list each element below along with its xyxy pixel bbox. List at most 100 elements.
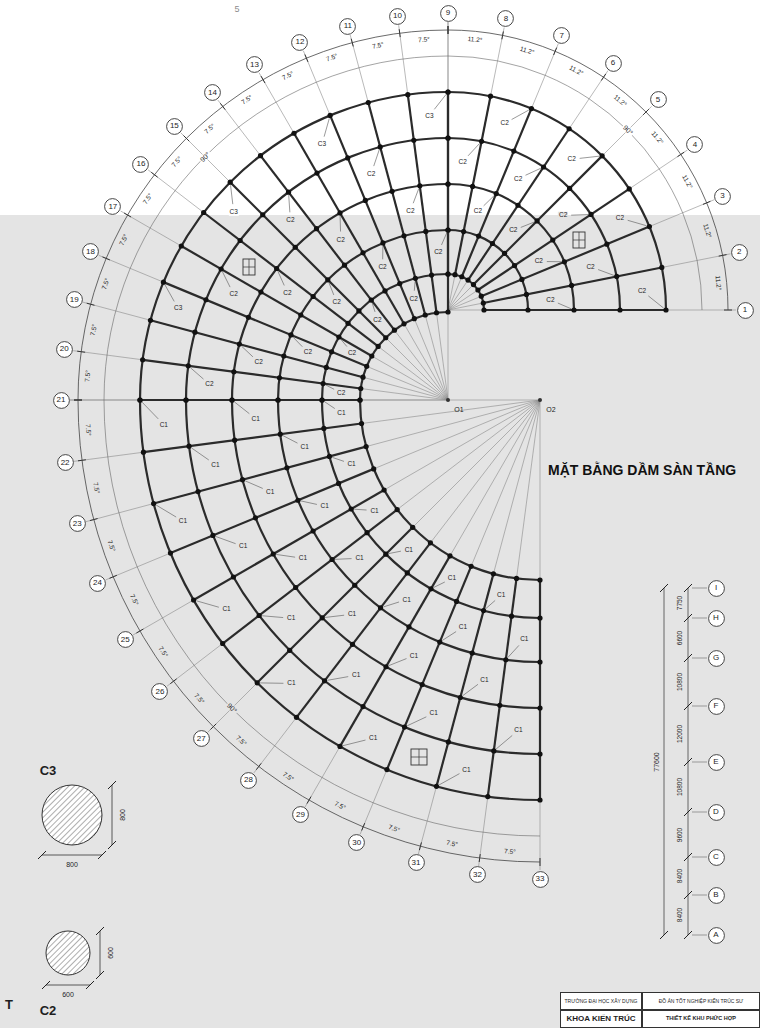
column-dot bbox=[494, 191, 499, 196]
dimension-tick bbox=[108, 841, 116, 849]
column-dot bbox=[445, 227, 450, 232]
ring-beam bbox=[448, 92, 666, 310]
column-dot bbox=[383, 552, 388, 557]
axis-bubble: 29 bbox=[292, 806, 309, 823]
axis-number: 17 bbox=[108, 203, 117, 211]
column-dot bbox=[447, 553, 452, 558]
axis-number: 20 bbox=[60, 345, 69, 353]
axis-number: 4 bbox=[693, 141, 697, 149]
dimension-arc bbox=[78, 400, 540, 862]
axis-number: 29 bbox=[296, 811, 305, 819]
axis-number: 25 bbox=[121, 636, 130, 644]
leader-line bbox=[580, 156, 600, 158]
column-dot bbox=[137, 397, 142, 402]
column-dot bbox=[140, 357, 145, 362]
leader-line bbox=[340, 216, 341, 232]
column-dot bbox=[475, 287, 480, 292]
column-tag: C2 bbox=[405, 207, 415, 214]
bubble-circle bbox=[708, 580, 724, 596]
column-dot bbox=[534, 218, 539, 223]
leader-line bbox=[245, 481, 263, 489]
column-dot bbox=[445, 181, 450, 186]
ring-beam bbox=[186, 138, 448, 400]
column-tag: C2 bbox=[637, 288, 647, 295]
axis-line bbox=[86, 400, 540, 522]
axis-number: I bbox=[715, 584, 717, 592]
column-dot bbox=[562, 259, 567, 264]
column-dot bbox=[647, 224, 652, 229]
length-dimension: 8400 bbox=[677, 868, 684, 884]
axis-number: 19 bbox=[70, 296, 79, 304]
angle-dimension: 7.5° bbox=[84, 423, 91, 437]
column-dot bbox=[320, 381, 325, 386]
column-dot bbox=[359, 421, 364, 426]
axis-bubble: 18 bbox=[82, 243, 99, 260]
angle-dimension: 7.5° bbox=[417, 36, 431, 43]
leader-line bbox=[354, 509, 366, 511]
column-dot bbox=[329, 349, 334, 354]
axis-line bbox=[121, 211, 448, 400]
axis-line bbox=[106, 400, 540, 580]
column-tag: C2 bbox=[228, 291, 238, 298]
axis-number: 8 bbox=[504, 15, 508, 23]
axis-lines bbox=[70, 22, 736, 870]
axis-line bbox=[448, 106, 652, 310]
axis-line bbox=[350, 35, 448, 400]
column-dot bbox=[350, 642, 355, 647]
column-dot bbox=[281, 353, 286, 358]
column-dot bbox=[502, 251, 507, 256]
angle-dimension: 11.2° bbox=[567, 64, 585, 78]
column-dot bbox=[465, 277, 470, 282]
leader-line bbox=[389, 659, 407, 666]
leader-line bbox=[434, 582, 445, 587]
radial-beam bbox=[368, 102, 425, 315]
angle-dimension: 7.5° bbox=[91, 481, 100, 496]
column-dot bbox=[314, 226, 319, 231]
leader-line bbox=[389, 551, 401, 553]
column-dot bbox=[405, 92, 410, 97]
column-tag: C1 bbox=[336, 410, 346, 417]
column-dot bbox=[413, 276, 418, 281]
radial-beam bbox=[488, 578, 517, 796]
column-dot bbox=[255, 680, 260, 685]
leader-line bbox=[407, 717, 426, 726]
column-dot bbox=[503, 657, 508, 662]
centre-mark bbox=[446, 398, 450, 402]
columns bbox=[137, 89, 668, 802]
column-dot bbox=[275, 397, 280, 402]
column-dot bbox=[588, 212, 593, 217]
axis-number: 18 bbox=[86, 248, 95, 256]
axis-bubble: 10 bbox=[389, 8, 406, 25]
column-dot bbox=[470, 184, 475, 189]
leader-line bbox=[289, 195, 290, 212]
axis-bubble: C bbox=[708, 849, 725, 866]
column-tag: C1 bbox=[461, 767, 471, 774]
grid-leader bbox=[692, 762, 707, 763]
column-dot bbox=[324, 365, 329, 370]
angle-dimension: 7.5° bbox=[101, 276, 112, 291]
length-dimension: 8400 bbox=[677, 907, 684, 923]
column-dot bbox=[537, 615, 542, 620]
column-tag: C1 bbox=[519, 636, 529, 643]
bubble-circle bbox=[349, 835, 365, 851]
column-dot bbox=[550, 237, 555, 242]
column-dot bbox=[295, 498, 300, 503]
leader-line bbox=[329, 283, 334, 295]
column-tag: C1 bbox=[347, 611, 357, 618]
column-tag: C2 bbox=[336, 236, 346, 243]
column-dot bbox=[240, 477, 245, 482]
column-tag: C2 bbox=[534, 258, 544, 265]
dimension-tick bbox=[660, 584, 668, 592]
axis-number: 16 bbox=[137, 160, 146, 168]
column-dot bbox=[360, 704, 365, 709]
leader-line bbox=[283, 436, 298, 444]
column-dot bbox=[509, 614, 514, 619]
axis-number: 2 bbox=[737, 248, 741, 256]
title-block-text: ĐỒ ÁN TỐT NGHIỆP KIẾN TRÚC SƯ bbox=[659, 999, 744, 1004]
column-dot bbox=[179, 243, 184, 248]
axis-bubble: 17 bbox=[104, 198, 121, 215]
axis-bubble: A bbox=[708, 927, 725, 944]
bubble-circle bbox=[193, 731, 209, 747]
leader-line bbox=[231, 185, 233, 204]
